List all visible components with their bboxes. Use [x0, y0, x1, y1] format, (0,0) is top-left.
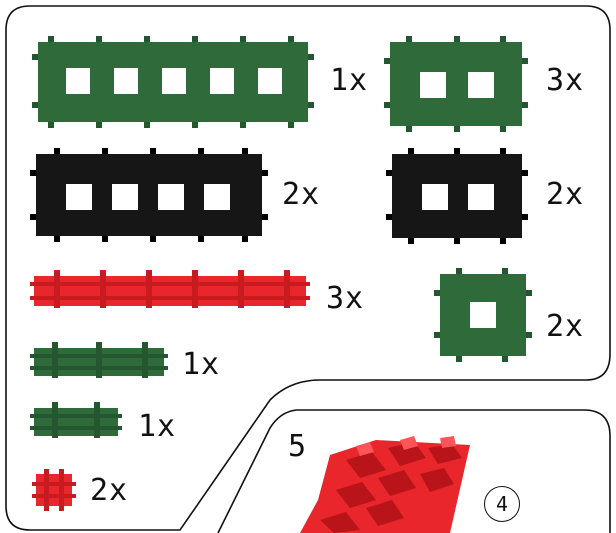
- part-red-small-piece: [32, 469, 76, 511]
- part-quantity: 3x: [546, 63, 585, 98]
- part-quantity: 2x: [282, 177, 321, 212]
- part-black-4x1: [30, 148, 268, 242]
- part-green-1x1: [434, 268, 532, 362]
- part-quantity: 1x: [182, 347, 221, 382]
- part-black-2x1: [386, 148, 528, 244]
- part-green-2x1: [384, 36, 528, 132]
- part-green-strip-medium: [30, 342, 168, 378]
- step-panel-frame: [217, 409, 611, 533]
- part-quantity: 2x: [546, 309, 585, 344]
- step-number: 5: [288, 429, 307, 464]
- part-quantity: 2x: [546, 177, 585, 212]
- part-quantity: 2x: [90, 473, 129, 508]
- part-green-strip-short: [30, 402, 122, 438]
- parts-list-frame: [5, 5, 611, 531]
- part-green-5x1: [32, 36, 314, 128]
- part-quantity: 1x: [330, 63, 369, 98]
- part-red-strip-long: [30, 270, 310, 308]
- step-assembly-illustration: [300, 436, 470, 533]
- sub-step-number: 4: [484, 486, 520, 522]
- part-quantity: 1x: [138, 409, 177, 444]
- part-quantity: 3x: [326, 281, 365, 316]
